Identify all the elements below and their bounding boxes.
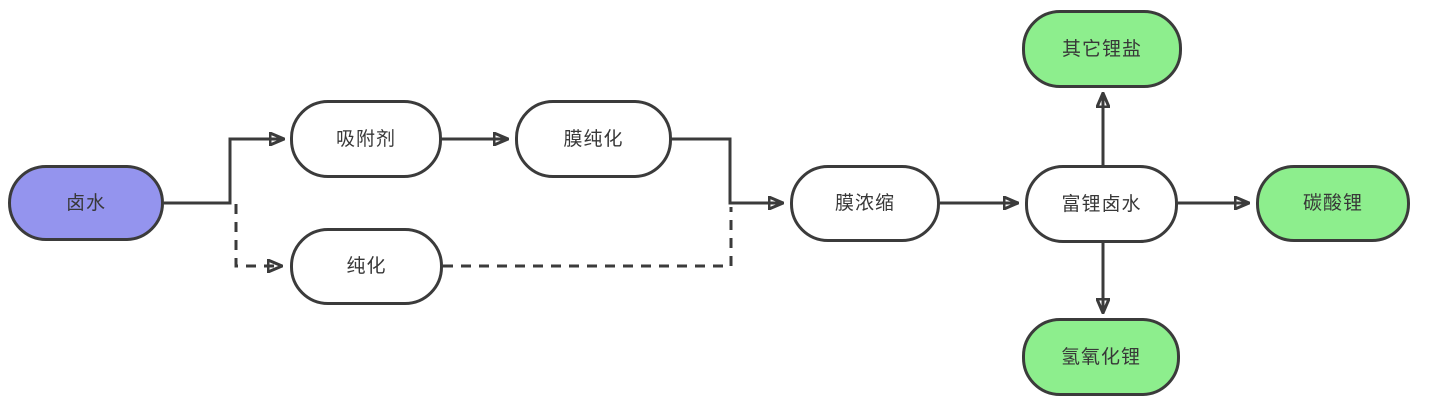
node-lithium-hydroxide: 氢氧化锂 [1022,318,1180,396]
node-lithium-carbonate: 碳酸锂 [1256,165,1410,242]
edge-purification-junction [443,207,733,268]
node-lithium-rich-brine-label: 富锂卤水 [1061,193,1142,215]
node-other-lithium-salts-label: 其它锂盐 [1061,38,1142,60]
node-other-lithium-salts: 其它锂盐 [1022,10,1182,88]
node-membrane-concentration-label: 膜浓缩 [834,193,895,214]
edge-membrane-purification-membrane-concentration [672,137,783,203]
node-membrane-purification: 膜纯化 [515,100,672,178]
node-lithium-rich-brine: 富锂卤水 [1025,165,1178,243]
edge-brine-adsorbent [164,139,284,205]
node-lithium-hydroxide-label: 氢氧化锂 [1060,346,1141,368]
node-purification-label: 纯化 [346,256,387,277]
node-brine-label: 卤水 [65,192,106,214]
node-adsorbent-label: 吸附剂 [335,128,396,150]
node-adsorbent: 吸附剂 [290,100,442,178]
node-membrane-concentration: 膜浓缩 [790,165,940,242]
edge-brine-purification [165,201,282,266]
node-purification: 纯化 [290,228,443,305]
node-brine: 卤水 [8,165,164,241]
node-membrane-purification-label: 膜纯化 [563,128,624,150]
node-lithium-carbonate-label: 碳酸锂 [1302,193,1363,214]
